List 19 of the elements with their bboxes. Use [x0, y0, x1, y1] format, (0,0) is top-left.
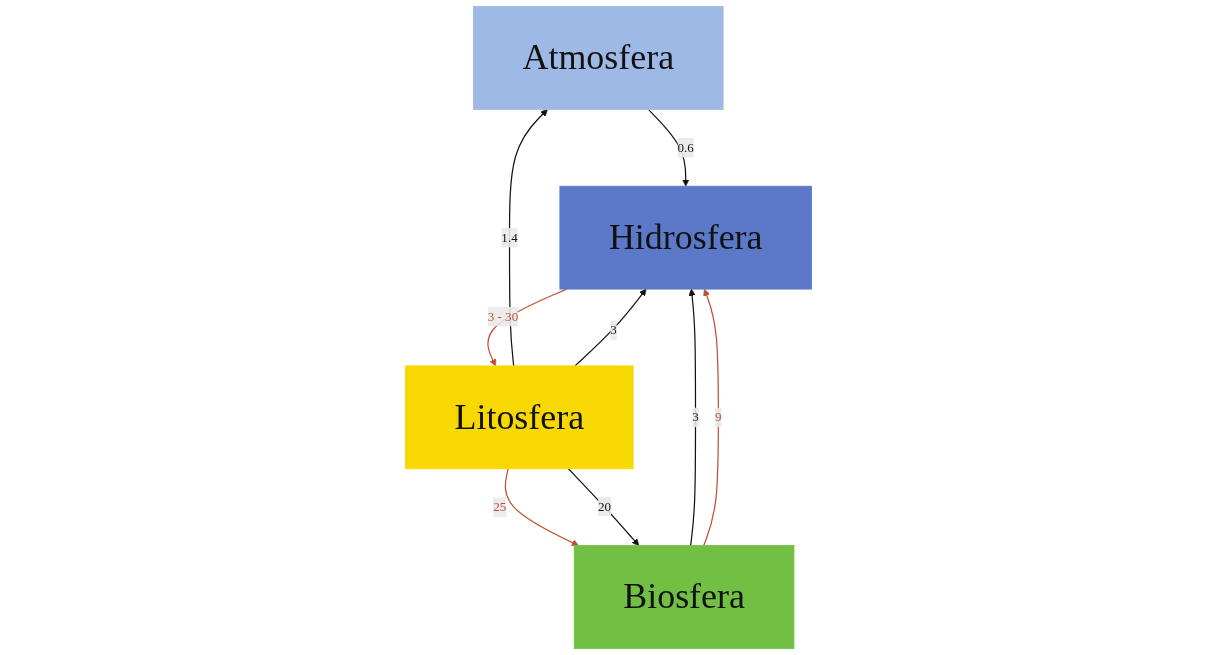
node-box: Biosfera — [573, 545, 795, 649]
node-box: Hidrosfera — [559, 185, 812, 290]
edge-label: 25 — [493, 499, 507, 514]
edge-label: 3 — [692, 409, 699, 424]
arrow — [574, 288, 647, 367]
node-box: Atmosfera — [473, 6, 724, 110]
edge-label: 0.6 — [677, 140, 694, 155]
arrow — [647, 108, 690, 187]
node-box: Litosfera — [405, 365, 634, 470]
arrow — [688, 288, 697, 547]
edge-label: 20 — [597, 499, 611, 513]
arrow — [504, 468, 579, 546]
arrow — [508, 109, 548, 367]
arrow — [703, 288, 719, 547]
edge-label: 3 — [610, 322, 617, 337]
edge-label: 9 — [715, 409, 722, 424]
edge-label: 1.4 — [501, 230, 518, 245]
arrow — [567, 468, 640, 546]
edge-label: 3 - 30 — [487, 309, 519, 324]
